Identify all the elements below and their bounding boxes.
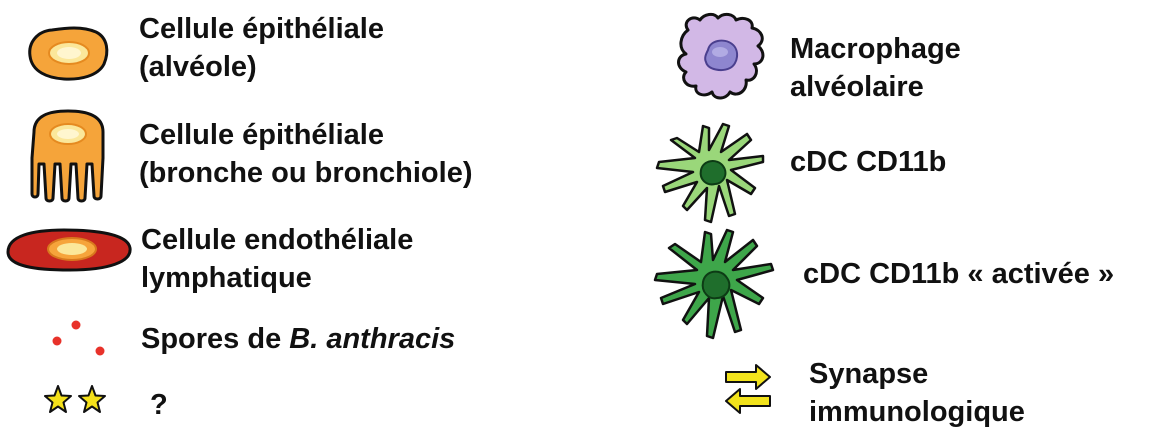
spores-icon: [44, 316, 114, 362]
macrophage-label: Macrophage alvéolaire: [790, 30, 961, 106]
spores-label: Spores de B. anthracis: [141, 320, 455, 358]
activated-cdc-cd11b-label: cDC CD11b « activée »: [803, 255, 1114, 293]
cdc-cd11b-label: cDC CD11b: [790, 143, 946, 181]
synapse-label: Synapse immunologique: [809, 355, 1025, 431]
bronchial-epithelial-cell-label: Cellule épithéliale (bronche ou bronchio…: [139, 116, 473, 192]
macrophage-icon: [668, 8, 778, 108]
lymphatic-endothelial-cell-label: Cellule endothéliale lymphatique: [141, 221, 413, 297]
lymphatic-endothelial-cell-icon: [4, 222, 134, 278]
activated-cdc-cd11b-icon: [651, 226, 787, 344]
cdc-cd11b-icon: [651, 118, 779, 230]
alveolar-epithelial-cell-icon: [22, 22, 112, 84]
synapse-arrows-icon: [722, 362, 774, 416]
bronchial-epithelial-cell-icon: [24, 108, 112, 204]
alveolar-epithelial-cell-label: Cellule épithéliale (alvéole): [139, 10, 384, 86]
unknown-label: ?: [150, 386, 168, 424]
stars-icon: [44, 384, 108, 418]
